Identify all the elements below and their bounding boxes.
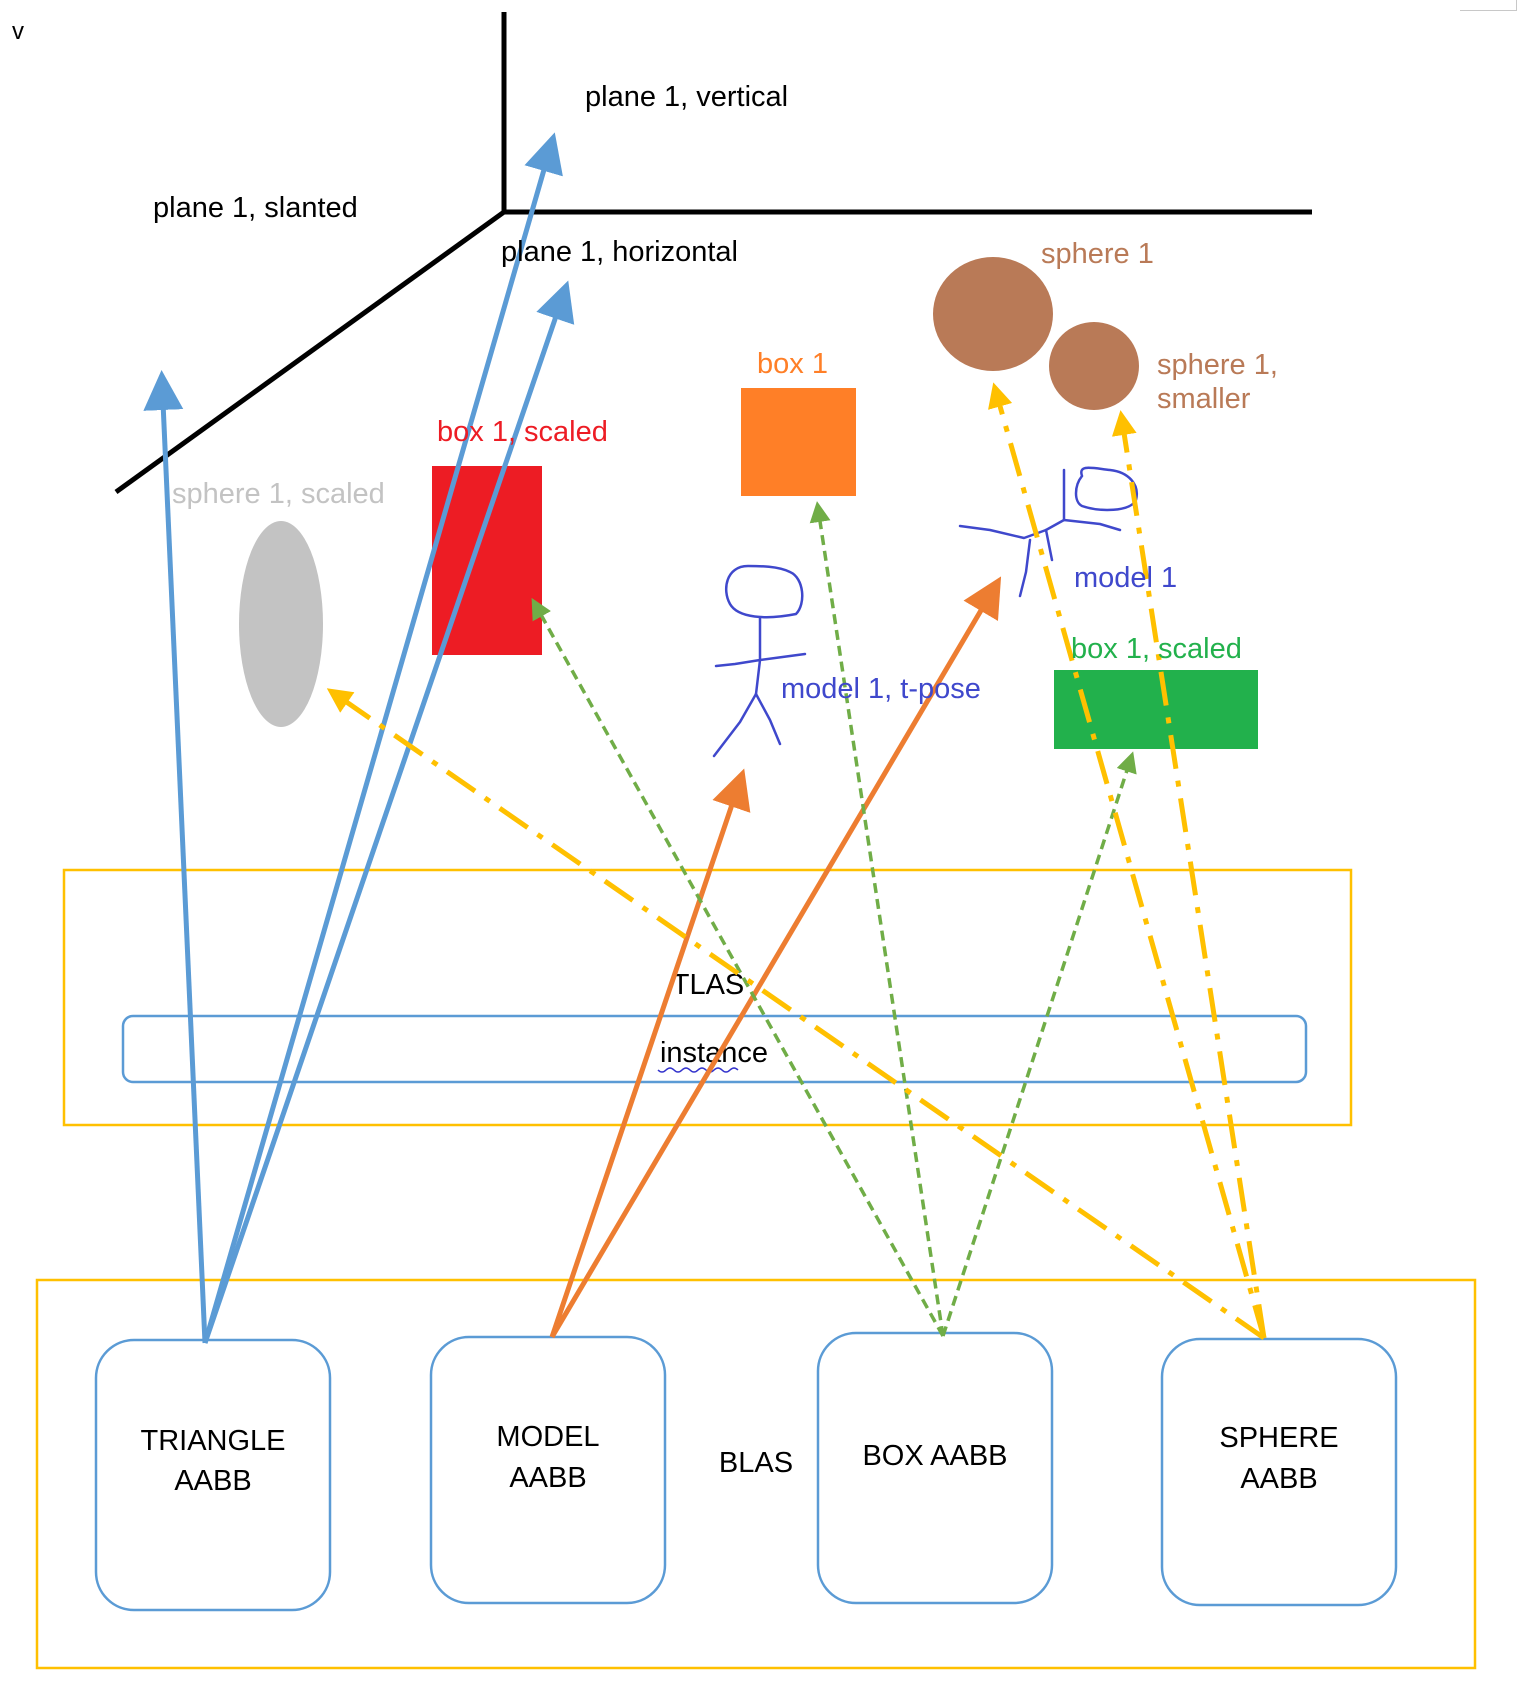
model-node-line1: MODEL	[496, 1421, 599, 1453]
model-node-line2: AABB	[509, 1462, 586, 1494]
label-box-1-scaled-green: box 1, scaled	[1071, 633, 1242, 665]
arrow-box-to-box-scaled-red	[531, 597, 945, 1337]
label-box-1: box 1	[757, 348, 828, 380]
box-node-label: BOX AABB	[862, 1440, 1007, 1472]
scene-labels: plane 1, vertical plane 1, slanted plane…	[153, 81, 1278, 705]
blas-box	[35, 1278, 1477, 1670]
scene-objects	[239, 257, 1258, 758]
arrow-sphere-to-sphere-1-smaller	[1111, 410, 1267, 1339]
arrow-box-to-box-1	[809, 501, 945, 1337]
blas-label: BLAS	[719, 1447, 793, 1479]
label-plane-vertical: plane 1, vertical	[585, 81, 788, 113]
tlas-container: TLAS instance	[62, 868, 1353, 1127]
tlas-label: TLAS	[672, 969, 745, 1001]
label-sphere-1: sphere 1	[1041, 238, 1154, 270]
arrow-triangle-to-plane-horizontal	[202, 280, 575, 1344]
box-aabb-node: BOX AABB	[816, 1331, 1054, 1605]
sphere-aabb-node: SPHERE AABB	[1160, 1337, 1398, 1607]
arrow-model-to-model-tpose	[549, 768, 751, 1338]
instance-bar	[121, 1014, 1308, 1084]
arrow-model-to-model-1	[549, 576, 1002, 1339]
sphere-node-line2: AABB	[1240, 1463, 1317, 1495]
label-sphere-1-scaled: sphere 1, scaled	[172, 478, 385, 510]
box-1	[741, 388, 856, 496]
spellcheck-underline	[657, 1067, 739, 1073]
sphere-1-smaller	[1049, 322, 1139, 410]
sphere-1	[933, 257, 1053, 371]
model-aabb-node: MODEL AABB	[429, 1335, 667, 1605]
arrow-triangle-to-plane-slanted	[143, 370, 208, 1344]
label-model-1-tpose: model 1, t-pose	[781, 673, 981, 705]
slanted-axis	[114, 209, 506, 495]
stick-figure-icon	[712, 564, 807, 758]
label-plane-slanted: plane 1, slanted	[153, 192, 358, 224]
label-plane-horizontal: plane 1, horizontal	[501, 236, 738, 268]
blas-container: BLAS TRIANGLE AABB MODEL AABB BOX AABB S…	[35, 1278, 1477, 1670]
label-model-1: model 1	[1074, 562, 1177, 594]
axes	[114, 12, 1312, 495]
triangle-node-line1: TRIANGLE	[140, 1425, 285, 1457]
triangle-aabb-node: TRIANGLE AABB	[94, 1338, 332, 1612]
corner-text: v	[12, 18, 24, 45]
arrow-box-to-box-scaled-green	[941, 751, 1137, 1337]
sphere-1-scaled	[239, 521, 323, 727]
model-arrows	[549, 576, 1002, 1339]
box-arrows	[531, 501, 1137, 1337]
stick-figure-icon	[958, 466, 1139, 598]
label-box-1-scaled-red: box 1, scaled	[437, 416, 608, 448]
sphere-arrows	[326, 382, 1267, 1341]
arrow-triangle-to-plane-vertical	[202, 132, 563, 1344]
page-corner-mark	[1460, 0, 1517, 11]
label-sphere-1-smaller-line1: sphere 1,	[1157, 349, 1278, 381]
triangle-arrows	[143, 132, 575, 1344]
sphere-node-line1: SPHERE	[1219, 1422, 1338, 1454]
label-sphere-1-smaller-line2: smaller	[1157, 383, 1251, 415]
triangle-node-line2: AABB	[174, 1465, 251, 1497]
arrow-sphere-to-sphere-1	[988, 382, 1267, 1339]
